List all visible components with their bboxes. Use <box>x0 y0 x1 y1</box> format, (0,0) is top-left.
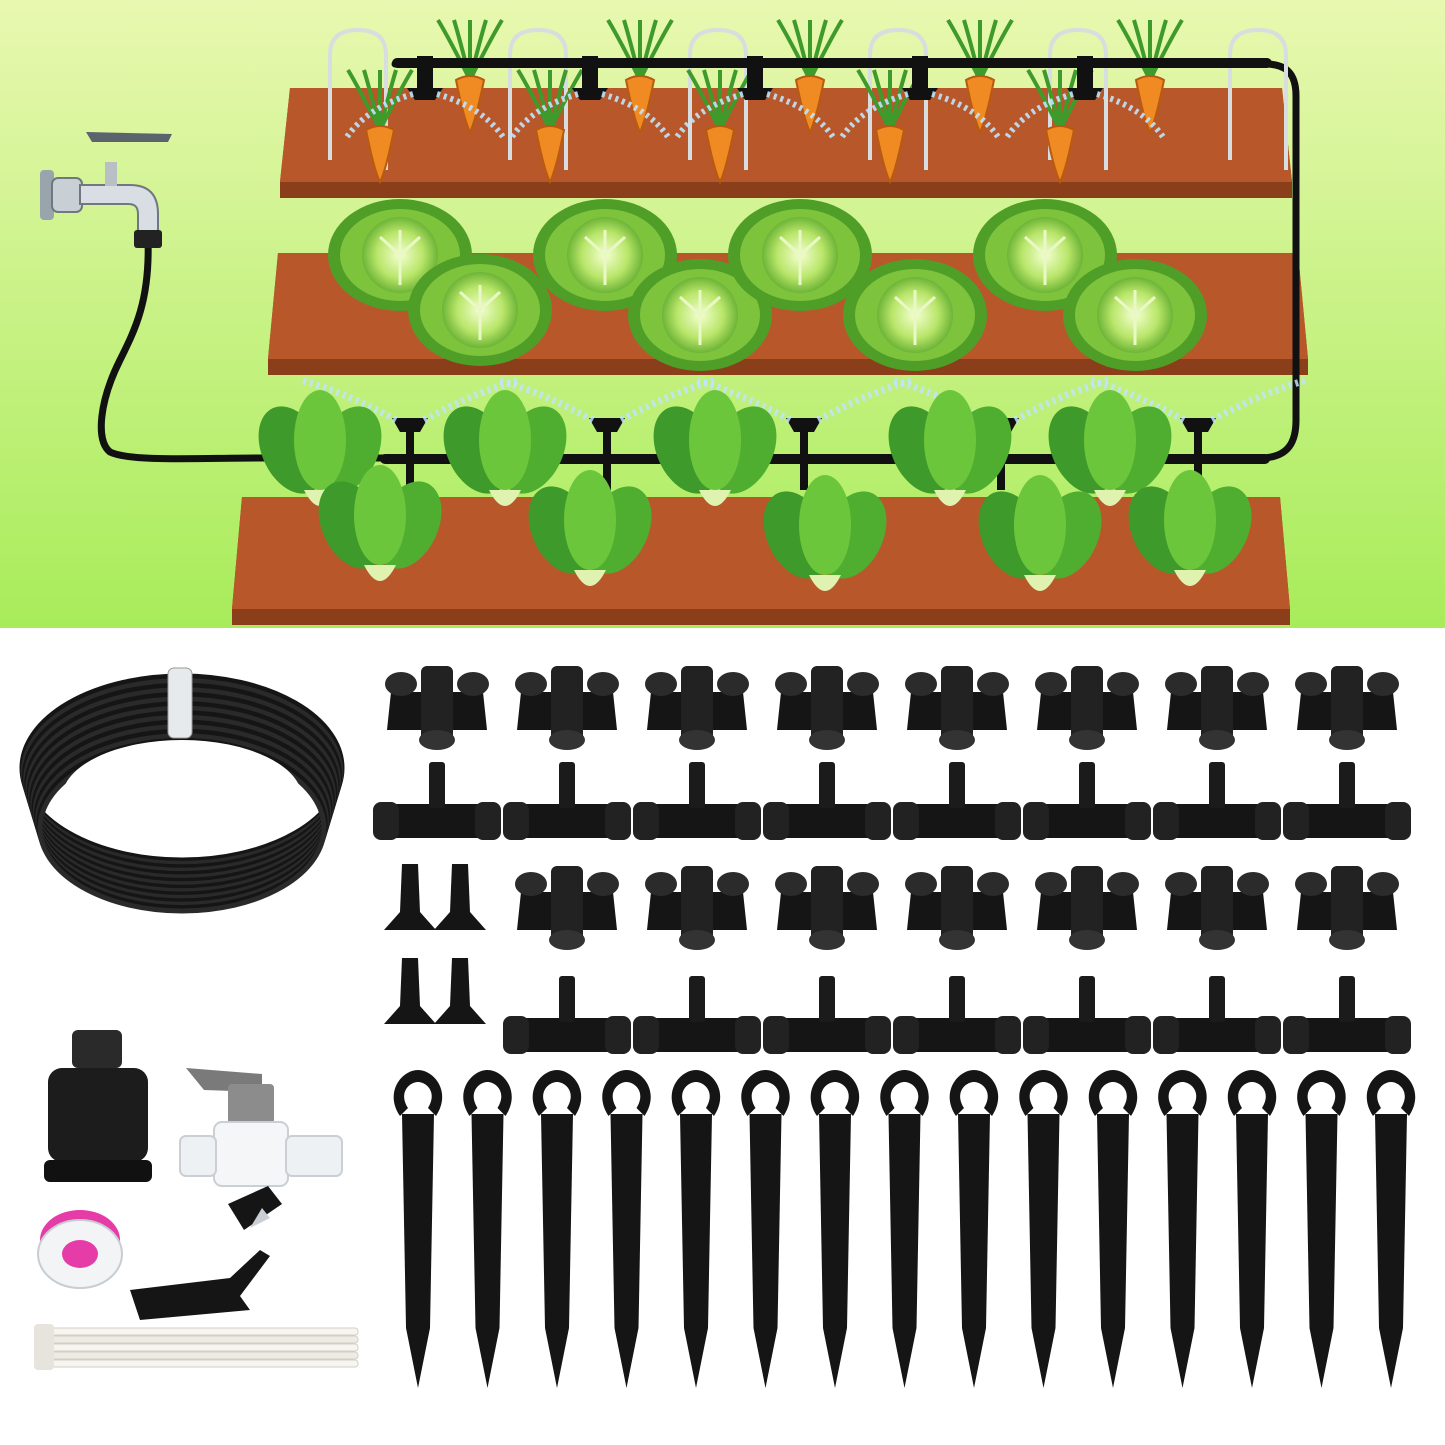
misting-nozzle <box>1002 56 1168 142</box>
bok-choy-plant <box>1128 470 1252 586</box>
bok-choy-plant <box>258 390 382 506</box>
tube-stake <box>393 1070 443 1388</box>
tee-connector <box>1283 762 1411 840</box>
misting-nozzle <box>496 376 718 490</box>
tee-connector <box>1283 976 1411 1054</box>
misting-nozzle <box>837 56 1003 142</box>
support-hoop <box>328 27 388 170</box>
tee-connector <box>503 976 631 1054</box>
misting-nozzle <box>672 56 838 142</box>
tube-stake <box>463 1070 512 1388</box>
cross-connector <box>1295 666 1399 750</box>
cross-connector <box>1035 666 1139 750</box>
carrot-plant <box>606 18 674 135</box>
tubing-coil <box>19 667 345 914</box>
carrot-plant <box>436 18 504 135</box>
cross-connector <box>645 666 749 750</box>
support-hoop <box>1048 27 1108 170</box>
bok-choy-plant <box>1048 390 1172 506</box>
carrot-plant <box>776 18 844 135</box>
misting-nozzle <box>342 56 508 142</box>
cross-connector <box>1295 866 1399 950</box>
bok-choy-plant <box>763 475 887 591</box>
cross-connector <box>1035 866 1139 950</box>
faucet-adapter <box>44 1030 152 1182</box>
bok-choy-plant <box>528 470 652 586</box>
bok-choy-plant <box>443 390 567 506</box>
support-hoop <box>868 27 928 170</box>
tube-stake <box>602 1070 651 1388</box>
tube-stake <box>880 1070 929 1388</box>
tee-connector <box>1023 976 1151 1054</box>
tube-stake <box>671 1070 721 1388</box>
cabbage-plant <box>843 259 987 371</box>
carrot-plant <box>946 18 1014 135</box>
tube-stake <box>1297 1070 1346 1388</box>
tube-stake <box>1158 1070 1207 1388</box>
bok-choy-plant <box>653 390 777 506</box>
tee-connector <box>893 976 1021 1054</box>
end-plug <box>434 958 486 1024</box>
bok-choy-plant <box>978 475 1102 591</box>
tee-connector <box>763 762 891 840</box>
tube-stake <box>1019 1070 1068 1388</box>
lower-pipe <box>380 454 1270 464</box>
tee-connector <box>503 762 631 840</box>
upper-pipe <box>392 58 1272 68</box>
tee-connector <box>1153 762 1281 840</box>
tee-connector <box>633 762 761 840</box>
end-plug <box>384 864 436 930</box>
misting-nozzle <box>1087 376 1309 490</box>
tee-connector <box>633 976 761 1054</box>
cross-connector <box>385 666 489 750</box>
tee-connector <box>373 762 501 840</box>
misting-nozzle <box>299 376 521 490</box>
cross-connector <box>1165 666 1269 750</box>
thread-seal-tape <box>37 1210 123 1289</box>
tube-stake <box>1088 1070 1138 1388</box>
cross-connector <box>905 666 1009 750</box>
cross-connector <box>775 866 879 950</box>
tube-cutter <box>130 1186 282 1320</box>
tee-connector <box>1153 976 1281 1054</box>
bok-choy-plant <box>888 390 1012 506</box>
end-plug <box>384 958 436 1024</box>
tube-stake <box>741 1070 790 1388</box>
cross-connector <box>515 666 619 750</box>
tee-connector <box>893 762 1021 840</box>
garden-scene-illustration <box>0 0 1445 628</box>
cross-connector <box>645 866 749 950</box>
tube-stake <box>949 1070 999 1388</box>
cabbage-plant <box>728 199 872 311</box>
support-hoop <box>508 27 568 170</box>
end-plug <box>434 864 486 930</box>
tube-stake <box>810 1070 860 1388</box>
carrot-plant <box>346 68 414 185</box>
support-hoop <box>688 27 748 170</box>
misting-nozzle <box>507 56 673 142</box>
cabbage-plant <box>408 254 552 366</box>
cross-connector <box>515 866 619 950</box>
tee-connector <box>1023 762 1151 840</box>
kit-parts-layout <box>19 666 1416 1388</box>
tube-stake <box>532 1070 582 1388</box>
bok-choy-plant <box>318 465 442 581</box>
misting-nozzle <box>693 376 915 490</box>
cross-connector <box>1165 866 1269 950</box>
cable-ties <box>34 1324 359 1370</box>
carrot-bed <box>280 88 1292 198</box>
garden-hose <box>97 60 1300 463</box>
tube-stake <box>1366 1070 1416 1388</box>
cabbage-plant <box>1063 259 1207 371</box>
cross-connector <box>905 866 1009 950</box>
cross-connector <box>775 666 879 750</box>
tube-stake <box>1227 1070 1277 1388</box>
support-hoop <box>1228 27 1288 170</box>
cabbage-plant <box>628 259 772 371</box>
tee-connector <box>763 976 891 1054</box>
tap-faucet-icon <box>40 132 172 248</box>
shut-off-valve <box>179 1068 343 1187</box>
